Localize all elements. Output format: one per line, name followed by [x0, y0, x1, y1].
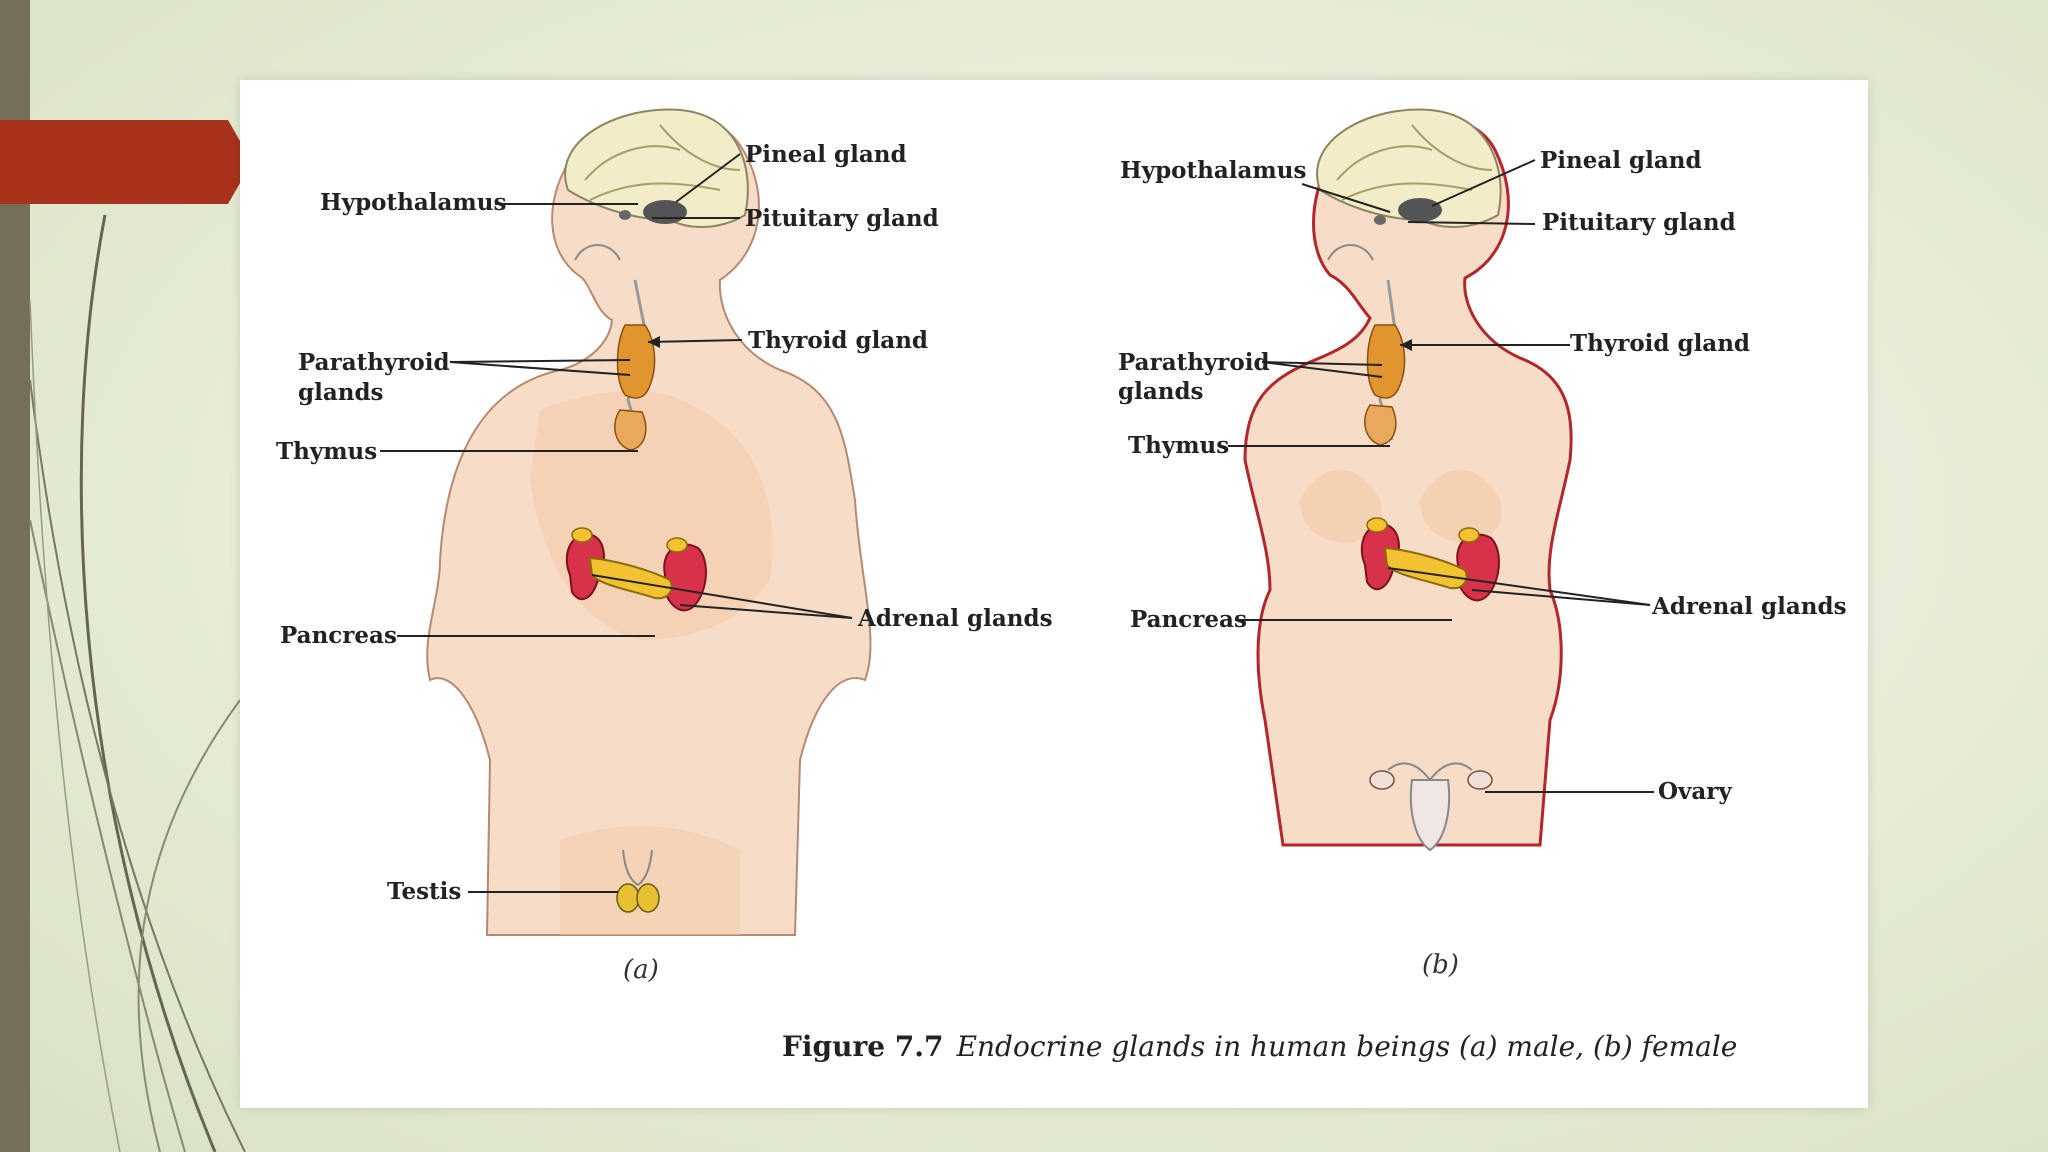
endocrine-figure: Hypothalamus Pineal gland Pituitary glan… — [240, 80, 1868, 1108]
female-label-parathyroid: Parathyroid — [1118, 349, 1270, 376]
female-label-pineal-gland: Pineal gland — [1540, 147, 1702, 174]
male-label-parathyroid-glands: glands — [298, 379, 383, 406]
male-label-pancreas: Pancreas — [280, 622, 397, 649]
male-label-hypothalamus: Hypothalamus — [320, 189, 506, 216]
male-label-pineal-gland: Pineal gland — [745, 141, 907, 168]
male-body-illustration — [427, 110, 870, 935]
female-label-adrenal-glands: Adrenal glands — [1651, 593, 1847, 620]
male-label-thyroid-gland: Thyroid gland — [748, 327, 928, 354]
male-label-parathyroid: Parathyroid — [298, 349, 450, 376]
male-label-adrenal-glands: Adrenal glands — [857, 605, 1053, 632]
male-label-testis: Testis — [387, 878, 461, 905]
male-label-thymus: Thymus — [276, 438, 377, 465]
male-sublabel: (a) — [623, 955, 659, 985]
figure-caption-number: Figure 7.7 — [782, 1030, 943, 1063]
figure-caption: Figure 7.7 Endocrine glands in human bei… — [782, 1030, 1737, 1063]
female-label-thyroid-gland: Thyroid gland — [1570, 330, 1750, 357]
female-label-parathyroid-glands: glands — [1118, 378, 1203, 405]
female-label-pancreas: Pancreas — [1130, 606, 1247, 633]
female-body-illustration — [1245, 110, 1571, 850]
female-label-hypothalamus: Hypothalamus — [1120, 157, 1306, 184]
figure-caption-text: Endocrine glands in human beings (a) mal… — [956, 1030, 1738, 1063]
male-label-pituitary-gland: Pituitary gland — [745, 205, 939, 232]
female-label-thymus: Thymus — [1128, 432, 1229, 459]
red-accent-tab — [0, 120, 252, 204]
female-sublabel: (b) — [1422, 950, 1459, 980]
female-label-ovary: Ovary — [1658, 778, 1732, 805]
female-label-pituitary-gland: Pituitary gland — [1542, 209, 1736, 236]
